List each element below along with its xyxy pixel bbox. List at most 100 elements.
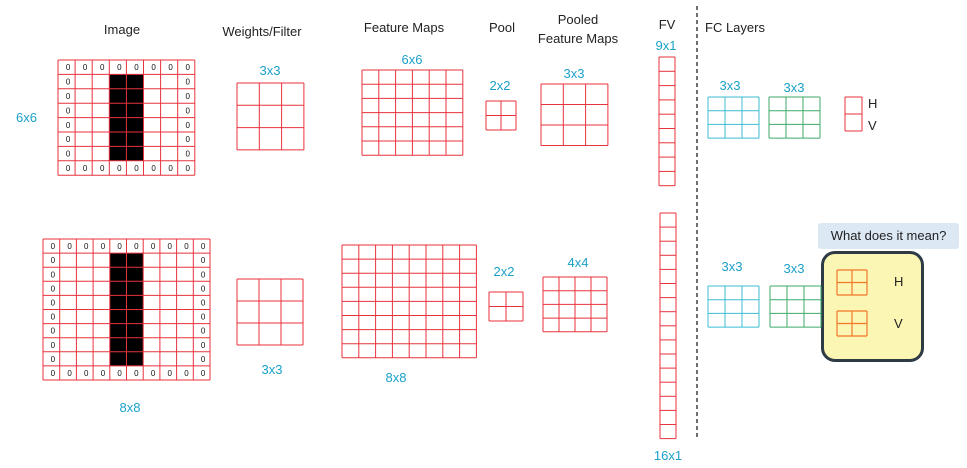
bottom-input-image-padding-zero: 0 xyxy=(201,327,206,336)
bottom-filter-grid xyxy=(236,278,304,346)
bottom-input-image-dark-pixel xyxy=(126,267,144,282)
bottom-fc1-size: 3x3 xyxy=(721,259,743,274)
header-pooled-line2: Feature Maps xyxy=(537,31,619,46)
top-pooled-grid xyxy=(540,83,609,146)
bottom-input-image-padding-zero: 0 xyxy=(134,242,139,251)
header-image: Image xyxy=(103,22,141,37)
top-input-image-padding-zero: 0 xyxy=(134,164,139,173)
bottom-input-image-padding-zero: 0 xyxy=(201,355,206,364)
top-input-image-dark-pixel xyxy=(109,103,127,118)
top-input-image-padding-zero: 0 xyxy=(168,63,173,72)
bottom-input-image-padding-zero: 0 xyxy=(201,369,206,378)
top-input-image-padding-zero: 0 xyxy=(83,63,88,72)
top-input-image-padding-zero: 0 xyxy=(186,106,191,115)
top-input-image-padding-zero: 0 xyxy=(134,63,139,72)
bottom-fv-grid xyxy=(659,212,677,440)
bottom-input-image-padding-zero: 0 xyxy=(51,270,56,279)
bottom-input-image-dark-pixel xyxy=(126,309,144,324)
bottom-input-image-dark-pixel xyxy=(109,295,127,310)
bottom-filter-size: 3x3 xyxy=(261,362,283,377)
top-output-grid xyxy=(844,96,863,132)
top-input-image-padding-zero: 0 xyxy=(186,63,191,72)
bottom-input-image-padding-zero: 0 xyxy=(201,242,206,251)
bottom-input-image-dark-pixel xyxy=(126,351,144,366)
top-input-image-dark-pixel xyxy=(109,74,127,89)
bottom-input-image-padding-zero: 0 xyxy=(201,298,206,307)
top-output-h: H xyxy=(868,96,878,111)
what-does-it-mean-callout: What does it mean? xyxy=(818,223,959,249)
bottom-input-image-dark-pixel xyxy=(126,295,144,310)
top-input-image-padding-zero: 0 xyxy=(186,78,191,87)
top-input-image-dark-pixel xyxy=(109,146,127,161)
header-fc-layers: FC Layers xyxy=(705,20,765,35)
bottom-image-size: 8x8 xyxy=(119,400,141,415)
bottom-feature-map-size: 8x8 xyxy=(385,370,407,385)
top-feature-map-size: 6x6 xyxy=(401,52,423,67)
top-input-image-grid xyxy=(57,59,196,176)
bottom-fc2-grid xyxy=(769,285,822,328)
top-input-image-dark-pixel xyxy=(109,132,127,147)
bottom-input-image-padding-zero: 0 xyxy=(201,284,206,293)
bottom-input-image-dark-pixel xyxy=(109,309,127,324)
bottom-input-image-grid xyxy=(42,238,211,381)
top-fc1-size: 3x3 xyxy=(719,78,741,93)
top-fc2-grid xyxy=(768,96,821,139)
top-input-image-padding-zero: 0 xyxy=(186,121,191,130)
top-filter-grid xyxy=(236,82,305,151)
bottom-input-image-padding-zero: 0 xyxy=(201,341,206,350)
top-input-image-padding-zero: 0 xyxy=(186,135,191,144)
top-filter-size: 3x3 xyxy=(259,63,281,78)
top-input-image-dark-pixel xyxy=(126,103,144,118)
bottom-fc2-size: 3x3 xyxy=(783,261,805,276)
bottom-input-image-padding-zero: 0 xyxy=(51,284,56,293)
bottom-input-image-padding-zero: 0 xyxy=(51,327,56,336)
top-image-size: 6x6 xyxy=(16,110,37,125)
bottom-pool-size: 2x2 xyxy=(493,264,515,279)
bottom-input-image-dark-pixel xyxy=(109,281,127,296)
bottom-input-image-padding-zero: 0 xyxy=(51,298,56,307)
bottom-fc1-grid xyxy=(707,285,760,328)
top-pool-size: 2x2 xyxy=(489,78,511,93)
header-fv: FV xyxy=(658,17,676,32)
bottom-input-image-padding-zero: 0 xyxy=(117,242,122,251)
top-output-v: V xyxy=(868,118,877,133)
bottom-feature-map-grid xyxy=(341,244,477,359)
bottom-input-image-padding-zero: 0 xyxy=(151,242,156,251)
top-input-image-padding-zero: 0 xyxy=(66,78,71,87)
header-pool: Pool xyxy=(488,20,516,35)
bottom-input-image-padding-zero: 0 xyxy=(51,242,56,251)
bottom-input-image-padding-zero: 0 xyxy=(67,369,72,378)
bottom-input-image-padding-zero: 0 xyxy=(117,369,122,378)
bottom-pooled-size: 4x4 xyxy=(567,255,589,270)
bottom-input-image-dark-pixel xyxy=(109,323,127,338)
bottom-input-image-padding-zero: 0 xyxy=(184,242,189,251)
bottom-output-v: V xyxy=(894,316,903,331)
top-input-image-padding-zero: 0 xyxy=(66,106,71,115)
bottom-output-h: H xyxy=(894,274,904,289)
top-pool-grid xyxy=(485,100,517,131)
bottom-input-image-dark-pixel xyxy=(126,281,144,296)
bottom-input-image-dark-pixel xyxy=(126,323,144,338)
bottom-input-image-dark-pixel xyxy=(109,253,127,268)
header-weights-filter: Weights/Filter xyxy=(222,24,302,39)
top-input-image-padding-zero: 0 xyxy=(66,92,71,101)
bottom-output-h-grid xyxy=(836,269,868,296)
bottom-input-image-padding-zero: 0 xyxy=(51,341,56,350)
bottom-input-image-padding-zero: 0 xyxy=(101,242,106,251)
bottom-input-image-dark-pixel xyxy=(109,351,127,366)
bottom-pooled-grid xyxy=(542,276,608,333)
top-fc1-grid xyxy=(707,96,760,139)
top-input-image-padding-zero: 0 xyxy=(66,164,71,173)
top-input-image-padding-zero: 0 xyxy=(117,164,122,173)
top-input-image-padding-zero: 0 xyxy=(168,164,173,173)
bottom-input-image-dark-pixel xyxy=(109,267,127,282)
top-fv-grid xyxy=(658,56,676,187)
top-input-image-padding-zero: 0 xyxy=(186,92,191,101)
bottom-input-image-padding-zero: 0 xyxy=(168,242,173,251)
top-feature-map-grid xyxy=(361,69,464,156)
top-input-image-padding-zero: 0 xyxy=(100,63,105,72)
top-input-image-padding-zero: 0 xyxy=(66,121,71,130)
bottom-input-image-padding-zero: 0 xyxy=(84,242,89,251)
top-input-image-padding-zero: 0 xyxy=(151,164,156,173)
